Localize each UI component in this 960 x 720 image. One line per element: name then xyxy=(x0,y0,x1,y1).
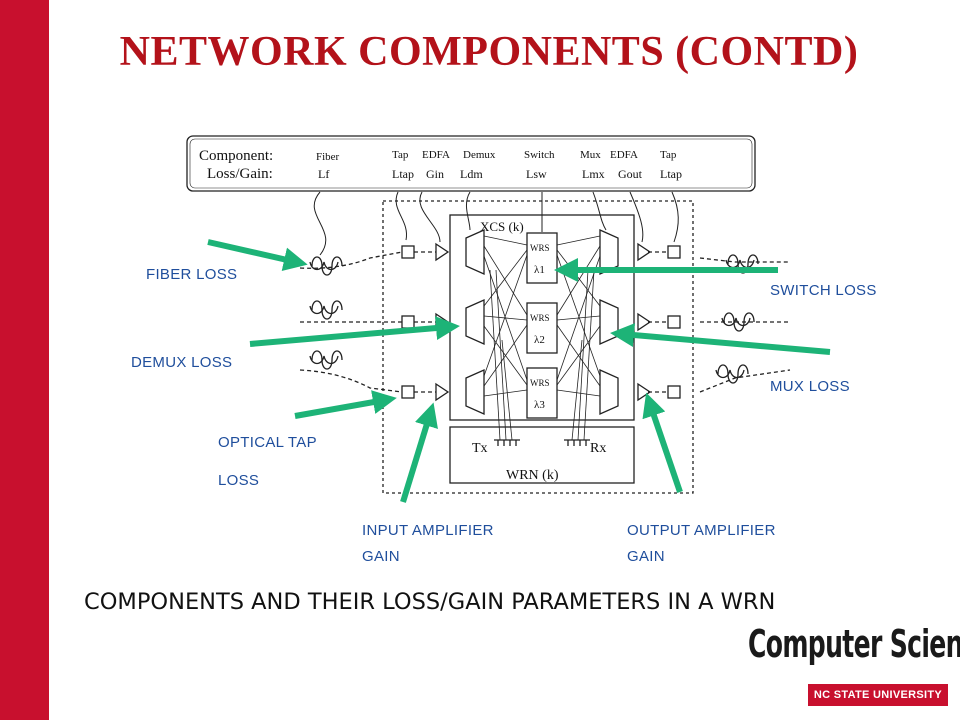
arrow-output-amp xyxy=(642,392,683,493)
arrow-input-amp xyxy=(400,402,438,503)
legend-box xyxy=(186,135,756,192)
legend-sym-lf: Lf xyxy=(318,167,329,181)
label-input-amp-line2: GAIN xyxy=(362,548,400,565)
legend-comp-tap-out: Tap xyxy=(660,149,677,161)
wavelength-2: λ2 xyxy=(534,334,545,346)
output-taps xyxy=(667,245,681,399)
arrow-mux-loss xyxy=(610,323,831,355)
legend-comp-demux: Demux xyxy=(463,149,496,161)
label-output-amp-line1: OUTPUT AMPLIFIER xyxy=(627,522,776,539)
legend-sym-gin: Gin xyxy=(426,167,444,181)
arrow-demux-loss xyxy=(249,316,460,347)
fiber-coils-right xyxy=(715,254,759,384)
label-optical-tap-line1: OPTICAL TAP xyxy=(218,434,317,451)
wrs-label-1: WRS xyxy=(530,243,550,253)
legend-pointers xyxy=(313,191,679,256)
legend-comp-fiber: Fiber xyxy=(316,151,340,163)
label-fiber-loss: FIBER LOSS xyxy=(146,266,238,283)
label-mux-loss: MUX LOSS xyxy=(770,378,850,395)
legend-sym-gout: Gout xyxy=(618,167,643,181)
slide-title: NETWORK COMPONENTS (CONTD) xyxy=(119,29,859,75)
legend-component-label: Component: xyxy=(199,148,273,164)
legend-sym-ltap-out: Ltap xyxy=(660,167,682,181)
legend-comp-switch: Switch xyxy=(524,149,555,161)
wrs-label-2: WRS xyxy=(530,313,550,323)
legend-sym-ldm: Ldm xyxy=(460,167,483,181)
rx-label: Rx xyxy=(590,441,606,456)
wrn-label: WRN (k) xyxy=(506,468,559,483)
label-input-amp-line1: INPUT AMPLIFIER xyxy=(362,522,494,539)
computer-science-logo: Computer Science xyxy=(748,622,960,666)
label-switch-loss: SWITCH LOSS xyxy=(770,282,877,299)
legend-sym-lmx: Lmx xyxy=(582,167,605,181)
arrow-fiber-loss xyxy=(207,239,308,272)
left-accent-stripe xyxy=(0,0,49,720)
label-demux-loss: DEMUX LOSS xyxy=(131,354,233,371)
multiplexers xyxy=(599,228,619,416)
wrn-box xyxy=(449,426,635,484)
legend-comp-edfa-in: EDFA xyxy=(422,149,450,161)
node-boundary xyxy=(382,200,694,494)
input-amplifiers xyxy=(435,242,450,402)
fiber-coils-left xyxy=(309,256,343,370)
label-output-amp-line2: GAIN xyxy=(627,548,665,565)
demultiplexers xyxy=(465,228,485,416)
legend-comp-mux: Mux xyxy=(580,149,601,161)
wrs-boxes xyxy=(526,232,558,419)
legend-sym-ltap-in: Ltap xyxy=(392,167,414,181)
legend-sym-lsw: Lsw xyxy=(526,167,547,181)
label-optical-tap-line2: LOSS xyxy=(218,472,260,489)
arrow-optical-tap xyxy=(294,390,397,419)
wavelength-3: λ3 xyxy=(534,399,545,411)
wavelength-1: λ1 xyxy=(534,264,545,276)
wrs-label-3: WRS xyxy=(530,378,550,388)
xcs-label: XCS (k) xyxy=(480,219,524,234)
input-taps xyxy=(401,245,415,399)
university-wordmark: NC STATE UNIVERSITY xyxy=(808,684,948,706)
tx-label: Tx xyxy=(472,441,488,456)
legend-lossgain-label: Loss/Gain: xyxy=(207,166,273,182)
legend-comp-edfa-out: EDFA xyxy=(610,149,638,161)
slide-caption: COMPONENTS AND THEIR LOSS/GAIN PARAMETER… xyxy=(84,589,776,615)
legend-comp-tap-in: Tap xyxy=(392,149,409,161)
